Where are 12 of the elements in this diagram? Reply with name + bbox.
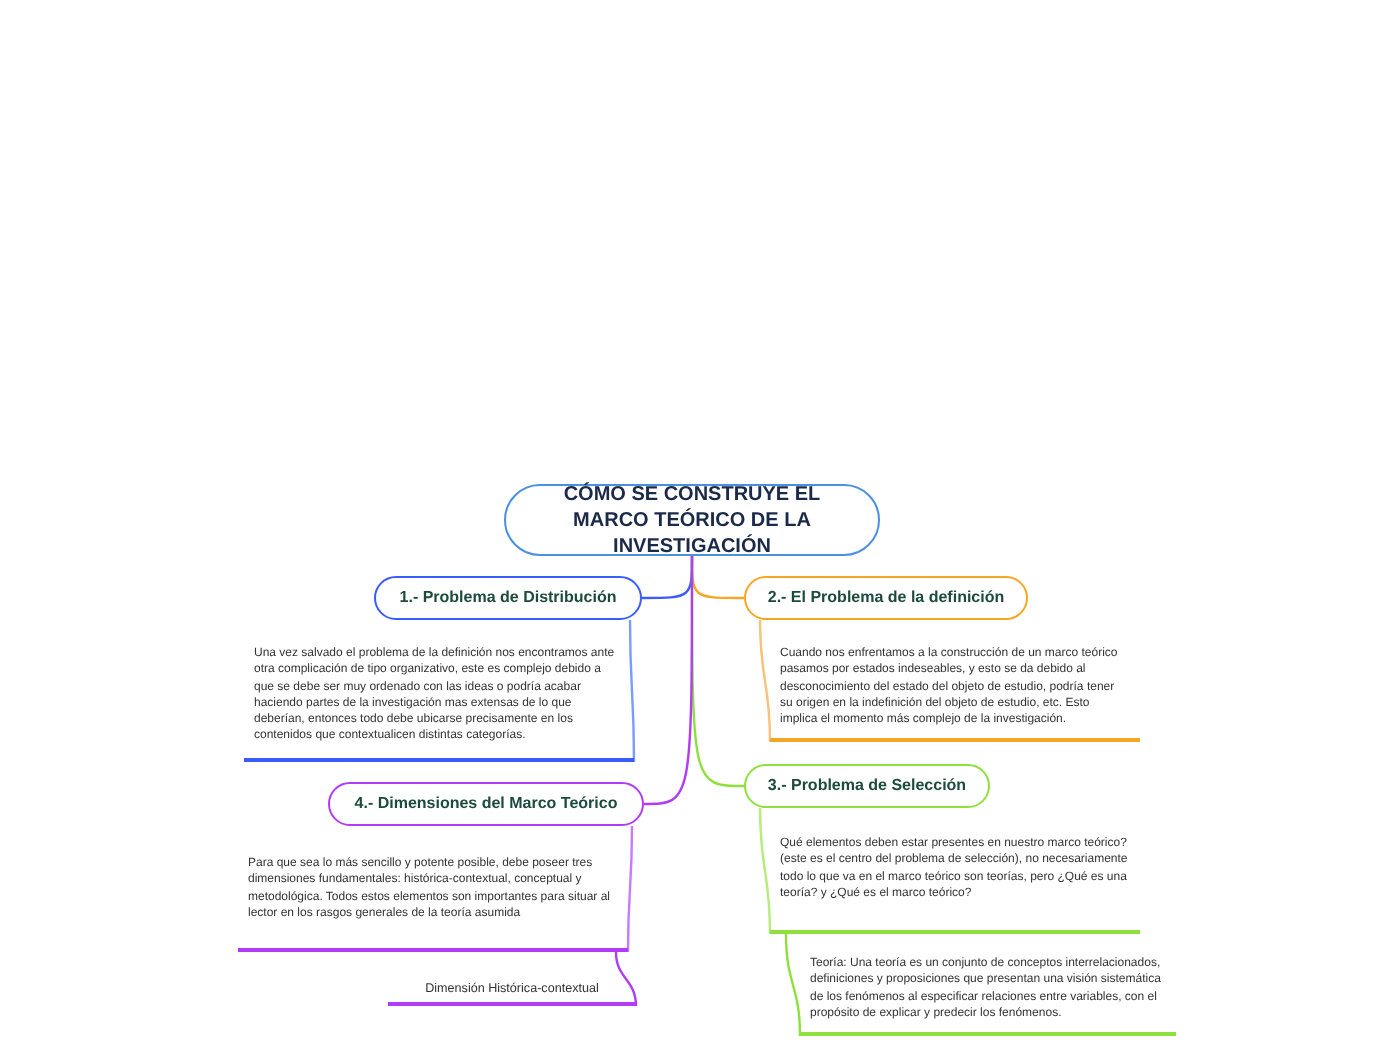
connector-line — [626, 826, 634, 952]
connector-line — [614, 951, 638, 1007]
connector-line — [758, 620, 772, 742]
connector-line — [758, 808, 772, 934]
connector-line — [628, 620, 636, 762]
topic-pill: 3.- Problema de Selección — [744, 764, 990, 808]
connector-line — [644, 556, 694, 806]
topic-pill: 4.- Dimensiones del Marco Teórico — [328, 782, 644, 826]
central-topic: CÓMO SE CONSTRUYE EL MARCO TEÓRICO DE LA INVESTIGACIÓN — [504, 484, 880, 556]
topic-pill: 2.- El Problema de la definición — [744, 576, 1028, 620]
topic-pill: 1.- Problema de Distribución — [374, 576, 642, 620]
connector-line — [784, 933, 802, 1037]
